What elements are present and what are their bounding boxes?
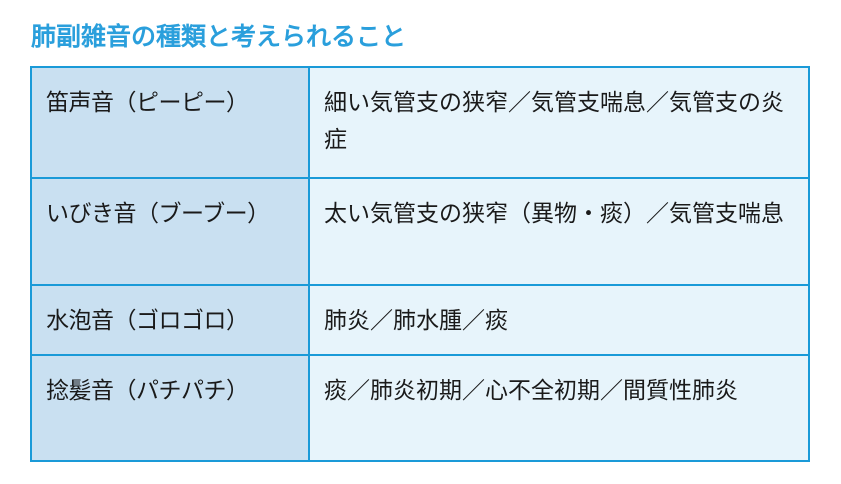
sound-name-cell: 笛声音（ピーピー） — [30, 66, 310, 179]
possible-causes-cell: 細い気管支の狭窄／気管支喘息／気管支の炎症 — [308, 66, 810, 179]
lung-sounds-table: 笛声音（ピーピー） 細い気管支の狭窄／気管支喘息／気管支の炎症 いびき音（ブーブ… — [30, 66, 810, 462]
table-row: いびき音（ブーブー） 太い気管支の狭窄（異物・痰）／気管支喘息 — [30, 177, 810, 286]
table-row: 水泡音（ゴロゴロ） 肺炎／肺水腫／痰 — [30, 284, 810, 356]
table-row: 笛声音（ピーピー） 細い気管支の狭窄／気管支喘息／気管支の炎症 — [30, 66, 810, 179]
possible-causes-cell: 肺炎／肺水腫／痰 — [308, 284, 810, 356]
sound-name-cell: 捻髪音（パチパチ） — [30, 354, 310, 462]
sound-name-cell: いびき音（ブーブー） — [30, 177, 310, 286]
sound-name-cell: 水泡音（ゴロゴロ） — [30, 284, 310, 356]
page-title: 肺副雑音の種類と考えられること — [31, 22, 407, 51]
possible-causes-cell: 痰／肺炎初期／心不全初期／間質性肺炎 — [308, 354, 810, 462]
table-row: 捻髪音（パチパチ） 痰／肺炎初期／心不全初期／間質性肺炎 — [30, 354, 810, 462]
possible-causes-cell: 太い気管支の狭窄（異物・痰）／気管支喘息 — [308, 177, 810, 286]
